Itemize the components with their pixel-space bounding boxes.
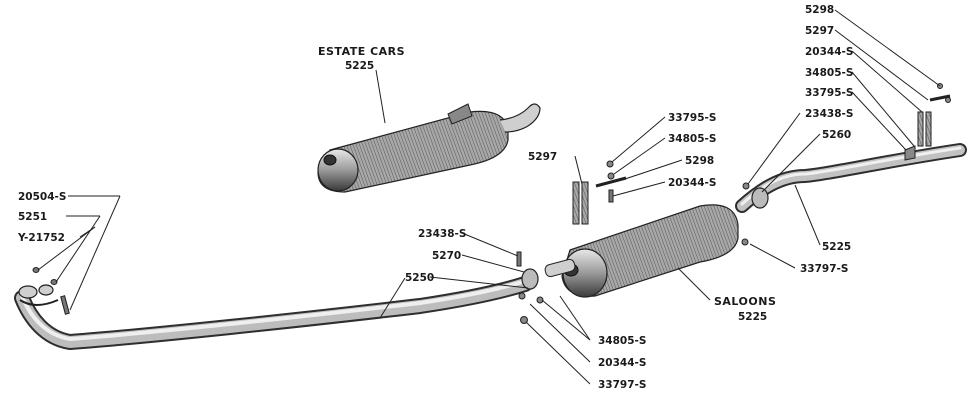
label-34805-mid: 34805-S [668,133,716,145]
label-5270: 5270 [432,250,461,262]
label-5298-top: 5298 [805,4,834,16]
label-5297-top: 5297 [805,25,834,37]
label-5225-right: 5225 [822,241,851,253]
label-23438-top: 23438-S [805,108,853,120]
label-estate-part: 5225 [345,60,374,72]
label-20504: 20504-S [18,191,66,203]
label-5250: 5250 [405,272,434,284]
hanger-5297-mid [572,160,627,225]
label-y21752: Y-21752 [17,232,65,244]
leader-lines [37,9,941,385]
label-33797-low: 33797-S [598,379,646,391]
heading-estate-cars: ESTATE CARS [318,45,405,58]
front-flange-clamp [18,267,70,315]
label-5297-mid: 5297 [528,151,557,163]
hanger-5297-right [917,83,951,147]
label-34805-top: 34805-S [805,67,853,79]
label-20344-low: 20344-S [598,357,646,369]
clamp-5270 [516,251,544,324]
label-saloons-part: 5225 [738,311,767,323]
label-5260: 5260 [822,129,851,141]
label-33795-top: 33795-S [805,87,853,99]
front-pipe-5250 [14,251,544,350]
label-20344-top: 20344-S [805,46,853,58]
tail-pipe-5225 [735,143,967,246]
label-33795-mid: 33795-S [668,112,716,124]
label-20344-mid: 20344-S [668,177,716,189]
estate-silencer [317,103,541,193]
saloon-silencer [544,204,739,298]
label-34805-low: 34805-S [598,335,646,347]
label-5251: 5251 [18,211,47,223]
heading-saloons: SALOONS [714,295,776,308]
label-5298-mid: 5298 [685,155,714,167]
label-23438-left: 23438-S [418,228,466,240]
label-33797-right: 33797-S [800,263,848,275]
